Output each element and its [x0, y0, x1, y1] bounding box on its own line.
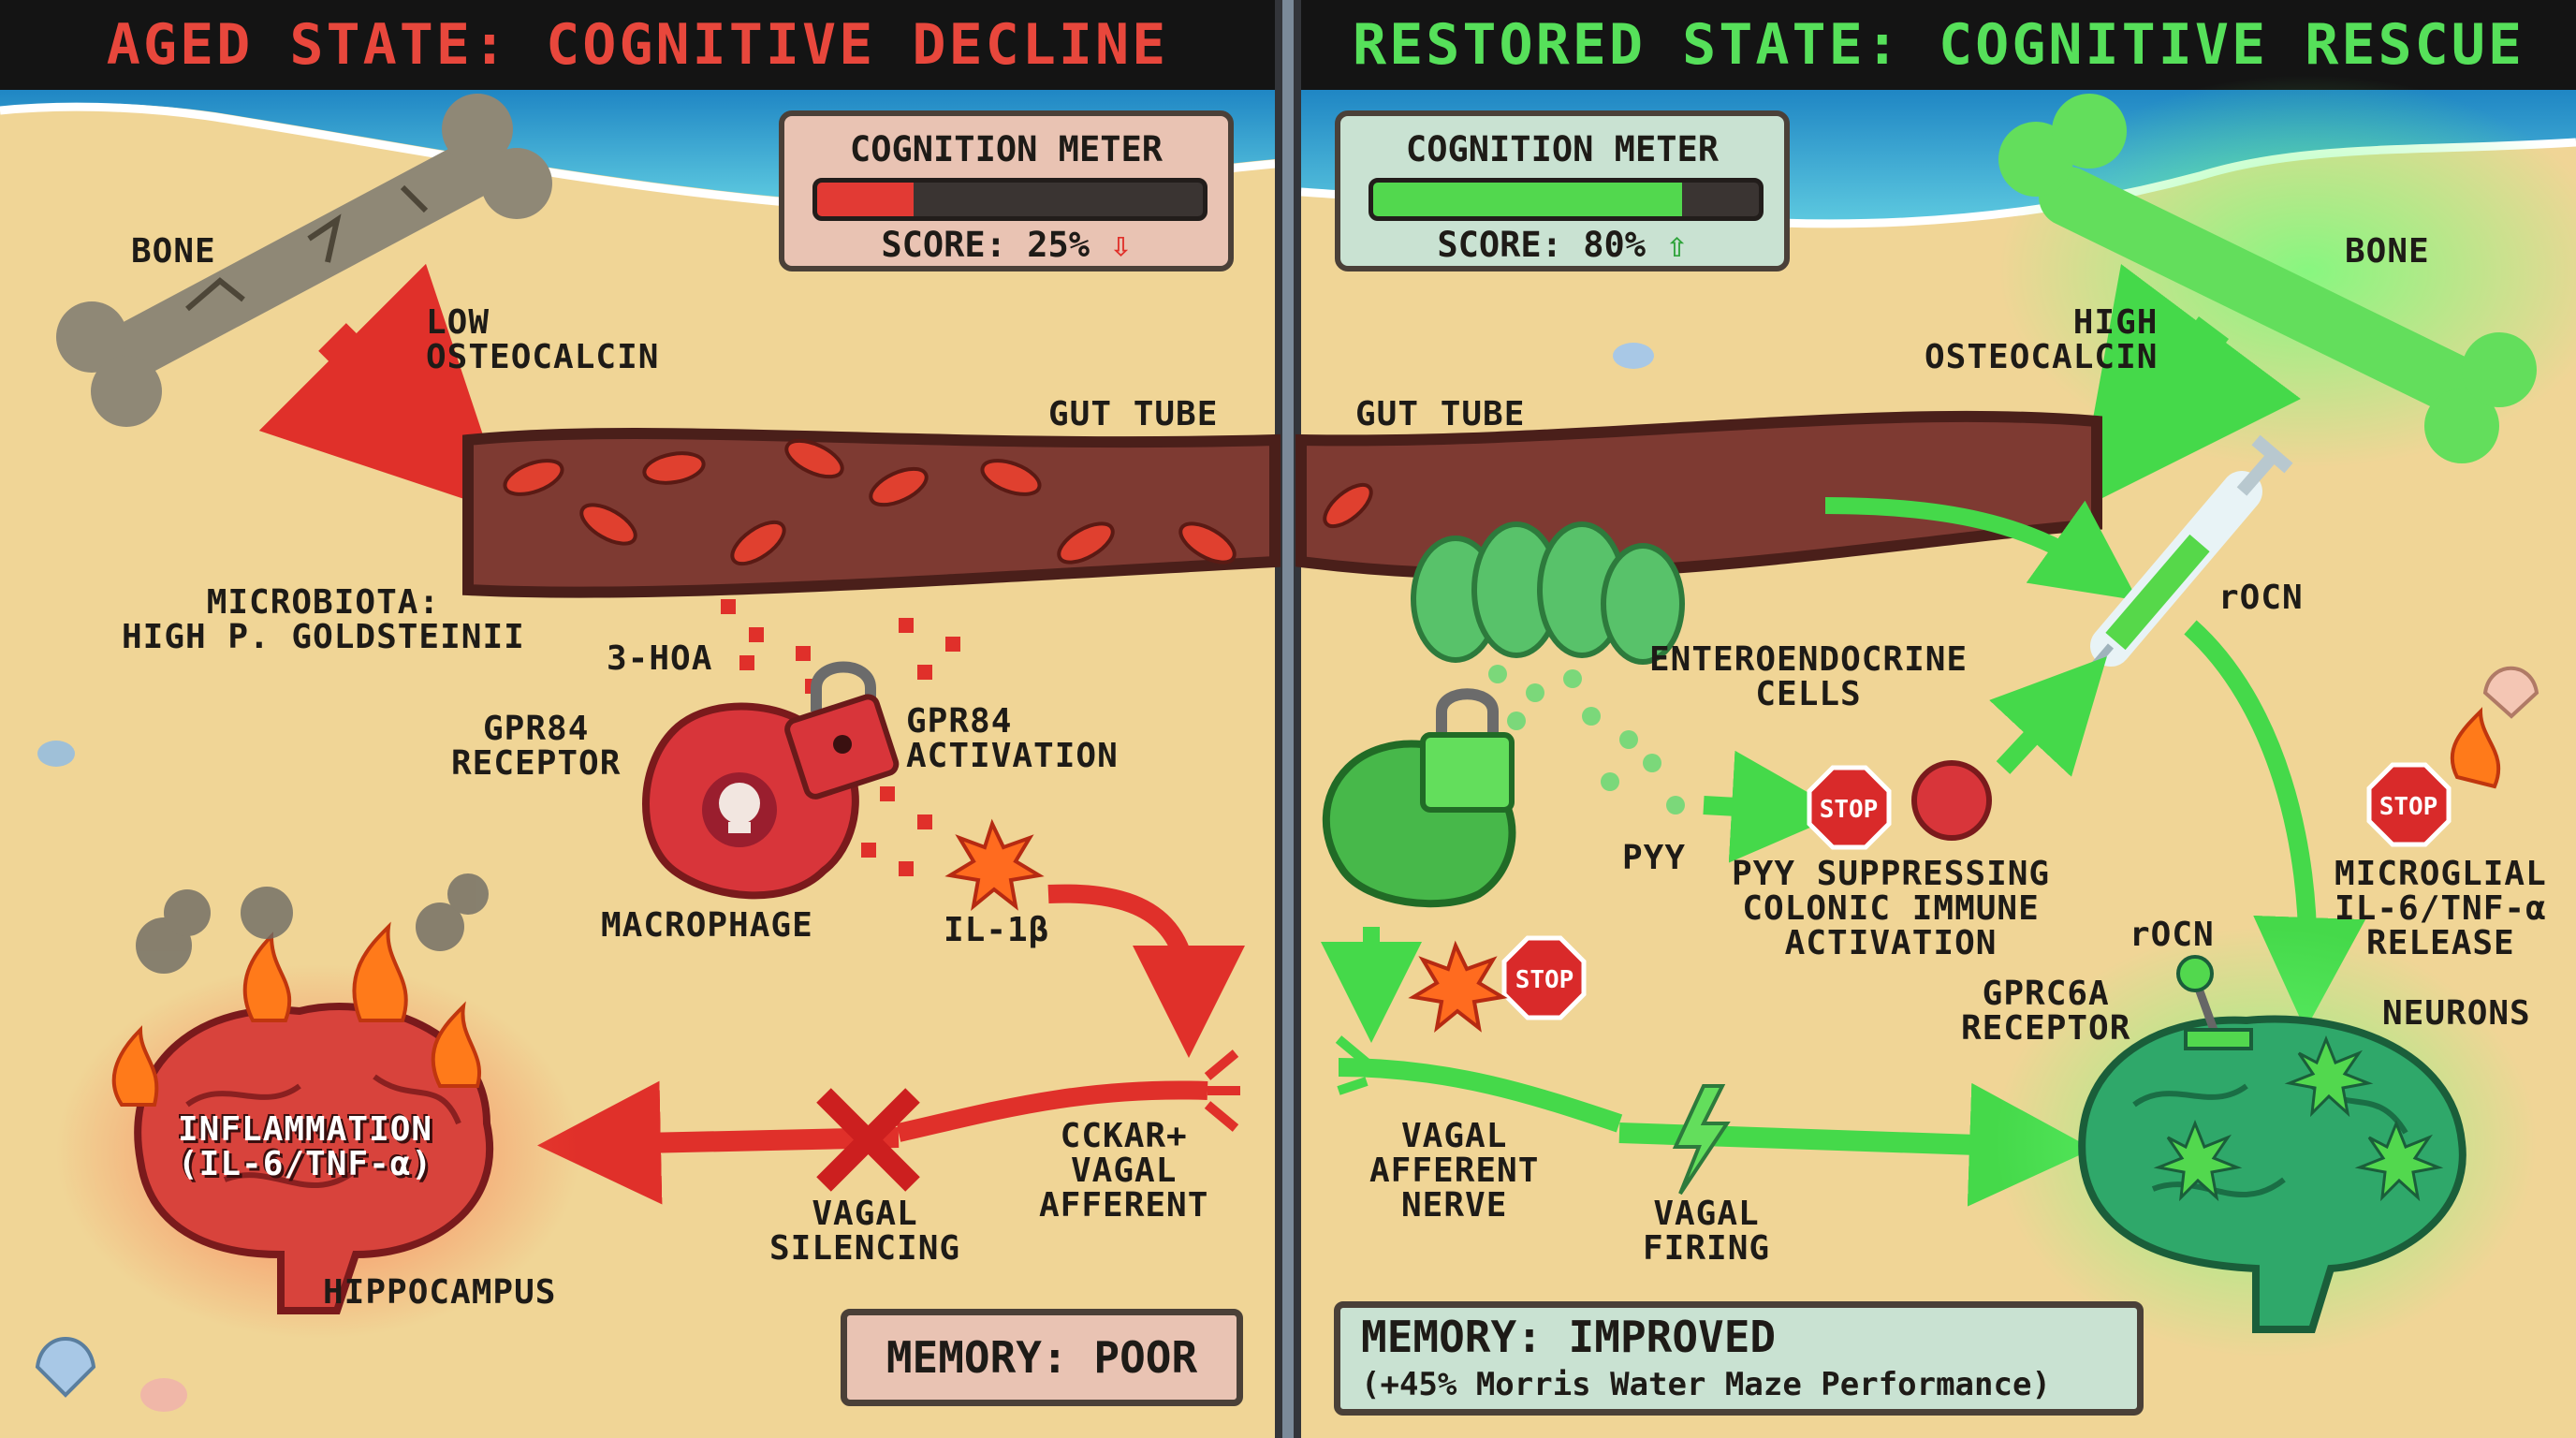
label-gut-tube-aged: GUT TUBE — [1048, 395, 1219, 433]
flame-restored — [2450, 707, 2501, 789]
meter-title-restored: COGNITION METER — [1405, 129, 1720, 169]
cognition-meter-restored: COGNITION METER SCORE: 80% ⇧ — [1335, 110, 1790, 271]
label-high-osteocalcin: HIGH OSTEOCALCIN — [1925, 303, 2159, 376]
arrow-up-icon: ⇧ — [1646, 225, 1688, 265]
meter-bar-restored — [1368, 178, 1764, 221]
label-cckar-vagal-afferent: CCKAR+ VAGAL AFFERENT — [1039, 1117, 1209, 1225]
il-1b-burst — [944, 818, 1045, 911]
memory-title-restored: MEMORY: IMPROVED — [1361, 1312, 1777, 1362]
stop-sign-text-3: STOP — [2379, 793, 2438, 821]
label-vagal-silencing: VAGAL SILENCING — [769, 1195, 961, 1268]
gut-tube-aged — [462, 427, 1281, 598]
label-microbiota: MICROBIOTA: HIGH P. GOLDSTEINII — [122, 583, 525, 656]
vagal-afferent-aged — [896, 1049, 1240, 1142]
label-hippocampus: HIPPOCAMPUS — [323, 1273, 557, 1312]
meter-bar-aged — [812, 178, 1208, 221]
right-panel-title: RESTORED STATE: COGNITIVE RESCUE — [1353, 12, 2525, 78]
stop-signs: STOP STOP STOP — [1501, 762, 2452, 1020]
label-low-osteocalcin: LOW OSTEOCALCIN — [426, 303, 660, 376]
arrow-down-icon: ⇩ — [1090, 225, 1132, 265]
pyy-droplets — [1488, 665, 1685, 814]
memory-text-aged: MEMORY: POOR — [886, 1332, 1198, 1383]
label-inflammation: INFLAMMATION (IL-6/TNF-α) — [178, 1110, 433, 1183]
label-3-hoa: 3-HOA — [607, 639, 713, 678]
label-il-1b: IL-1β — [944, 911, 1050, 949]
brain-healthy — [1994, 927, 2537, 1357]
vagal-afferent-restored — [1335, 1035, 1623, 1133]
cytokine-cell-restored — [1911, 760, 1992, 841]
label-bone-restored: BONE — [2345, 232, 2430, 271]
arrow-to-syringe — [1989, 656, 2107, 777]
meter-fill-aged — [817, 183, 914, 216]
label-macrophage: MACROPHAGE — [601, 906, 813, 945]
arrow-bone-to-gut-aged — [258, 263, 510, 515]
label-vagal-firing: VAGAL FIRING — [1643, 1195, 1771, 1268]
label-gut-tube-restored: GUT TUBE — [1355, 395, 1526, 433]
flames-aged — [111, 921, 481, 1107]
vagal-silencing-x — [816, 1088, 920, 1192]
label-bone-aged: BONE — [131, 232, 216, 271]
meter-score-restored: SCORE: 80% ⇧ — [1340, 225, 1784, 265]
arrow-pyy-to-stop — [1703, 750, 1844, 863]
label-rocn-syringe: rOCN — [2218, 579, 2304, 617]
meter-fill-restored — [1373, 183, 1682, 216]
label-gpr84-receptor: GPR84 RECEPTOR — [451, 710, 622, 783]
stop-sign-text-1: STOP — [1820, 796, 1879, 824]
label-pyy: PYY — [1622, 839, 1687, 877]
label-rocn-receptor: rOCN — [2130, 916, 2215, 954]
label-neurons: NEURONS — [2382, 994, 2531, 1033]
3-hoa-particles — [721, 599, 960, 876]
smoke-aged — [136, 873, 489, 974]
arrow-to-brain-aged — [537, 1080, 900, 1205]
beach-shells — [35, 343, 2539, 1412]
stop-sign-text-2: STOP — [1515, 966, 1574, 994]
vagal-firing-bolt — [1672, 1084, 1731, 1196]
meter-score-text-restored: SCORE: 80% — [1437, 225, 1647, 265]
left-panel-title: AGED STATE: COGNITIVE DECLINE — [106, 12, 1169, 78]
microglia-restored — [1322, 688, 1516, 908]
arrow-gut-to-syringe — [1824, 497, 2138, 601]
meter-score-text-aged: SCORE: 25% — [881, 225, 1090, 265]
label-gprc6a-receptor: GPRC6A RECEPTOR — [1961, 975, 2131, 1048]
padlock-aged — [784, 661, 900, 800]
memory-status-aged: MEMORY: POOR — [841, 1309, 1243, 1406]
label-vagal-afferent-nerve: VAGAL AFFERENT NERVE — [1369, 1117, 1540, 1225]
memory-detail-restored: (+45% Morris Water Maze Performance) — [1361, 1366, 2051, 1403]
label-enteroendocrine-cells: ENTEROENDOCRINE CELLS — [1649, 640, 1969, 713]
gprc6a-receptor-lever — [2176, 955, 2253, 1050]
arrow-il1b-to-vagal — [1047, 884, 1245, 1058]
panel-divider-highlight — [1282, 0, 1294, 1438]
label-gpr84-activation: GPR84 ACTIVATION — [906, 702, 1119, 775]
arrow-syringe-to-brain — [2184, 620, 2366, 1030]
arrow-bone-to-syringe — [2076, 264, 2301, 511]
meter-title-aged: COGNITION METER — [849, 129, 1164, 169]
label-pyy-suppressing: PYY SUPPRESSING COLONIC IMMUNE ACTIVATIO… — [1732, 855, 2051, 962]
bone-aged — [56, 94, 552, 427]
cognition-meter-aged: COGNITION METER SCORE: 25% ⇩ — [779, 110, 1234, 271]
meter-score-aged: SCORE: 25% ⇩ — [784, 225, 1228, 265]
label-microglial-release: MICROGLIAL IL-6/TNF-α RELEASE — [2334, 855, 2547, 962]
enteroendocrine-cells — [1411, 521, 1685, 665]
cytokine-burst-blocked — [1408, 940, 1508, 1033]
memory-status-restored: MEMORY: IMPROVED (+45% Morris Water Maze… — [1334, 1301, 2144, 1416]
